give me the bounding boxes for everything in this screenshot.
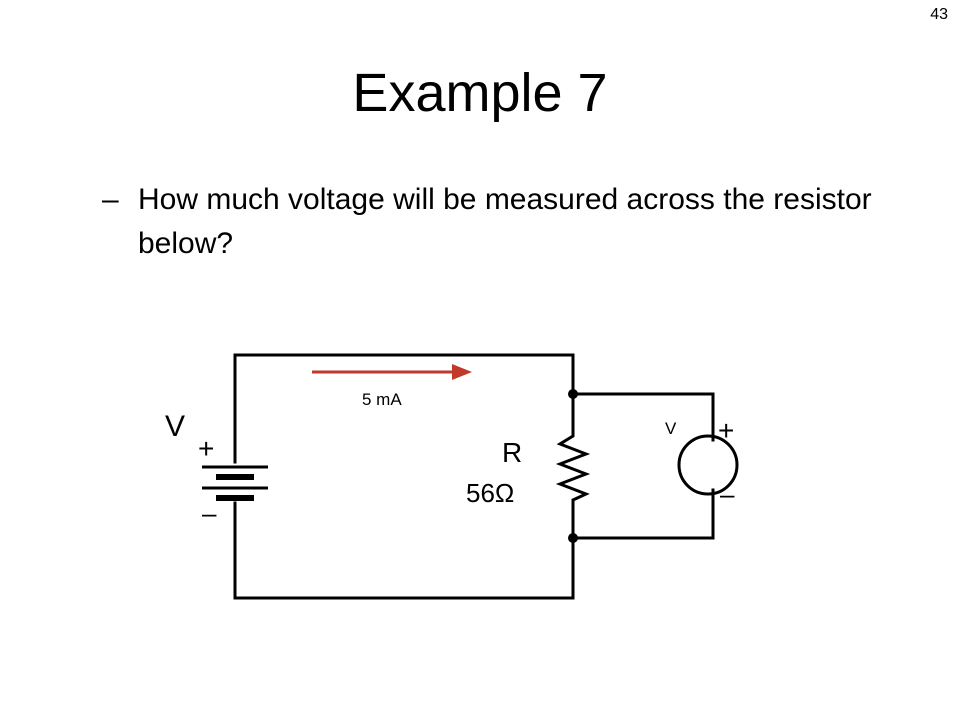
resistor-name: R (502, 437, 522, 468)
resistor-symbol (555, 428, 591, 508)
current-arrow-head (452, 364, 472, 380)
resistor-value: 56Ω (466, 478, 514, 508)
meter-plus-sign: + (718, 415, 734, 446)
voltmeter-symbol (677, 434, 739, 496)
wire-meter-bottom (571, 488, 715, 540)
slide-number: 43 (930, 6, 948, 23)
wire-left-lower (233, 501, 575, 600)
source-plus-sign: + (198, 433, 214, 464)
bullet-marker: – (102, 183, 119, 216)
battery-symbol (202, 465, 268, 501)
question-bullet: – How much voltage will be measured acro… (102, 178, 872, 266)
current-label: 5 mA (362, 390, 402, 409)
meter-label: V (665, 419, 677, 438)
wire-meter-top (571, 392, 715, 442)
slide-title: Example 7 (352, 63, 608, 123)
junction-dot-bottom (568, 533, 578, 543)
source-minus-sign: – (202, 498, 217, 528)
junction-dot-top (568, 389, 578, 399)
source-label: V (165, 410, 185, 443)
wire-top (233, 353, 575, 432)
question-text: How much voltage will be measured across… (138, 183, 872, 260)
meter-minus-sign: – (720, 479, 735, 509)
